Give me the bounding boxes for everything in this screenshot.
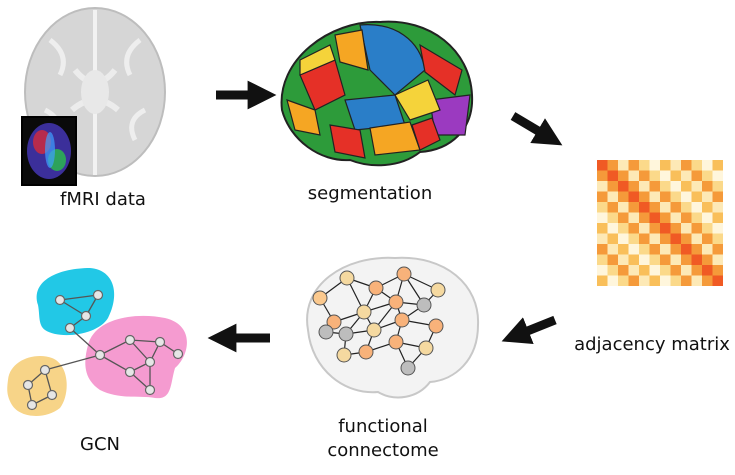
arrow-segmentation-to-adjacency <box>510 112 563 146</box>
connectome-brain-image <box>306 256 480 399</box>
cluster-blue <box>36 268 115 336</box>
segmentation-brain-image <box>280 20 474 167</box>
adjacency-matrix-label: adjacency matrix <box>574 334 730 355</box>
cluster-yellow <box>7 356 67 416</box>
cluster-pink <box>85 315 187 399</box>
connectome-label-line1: functional <box>338 416 428 437</box>
fmri-data-label: fMRI data <box>60 189 146 210</box>
adjacency-matrix-image <box>597 160 723 286</box>
gcn-graph-image <box>7 268 187 416</box>
segmentation-label: segmentation <box>307 183 433 204</box>
fmri-inset-image <box>21 116 77 186</box>
functional-connectome-label: functional connectome <box>318 415 448 463</box>
connectome-label-line2: connectome <box>327 440 439 461</box>
arrow-adjacency-to-connectome <box>501 315 557 345</box>
gcn-label: GCN <box>80 434 120 455</box>
